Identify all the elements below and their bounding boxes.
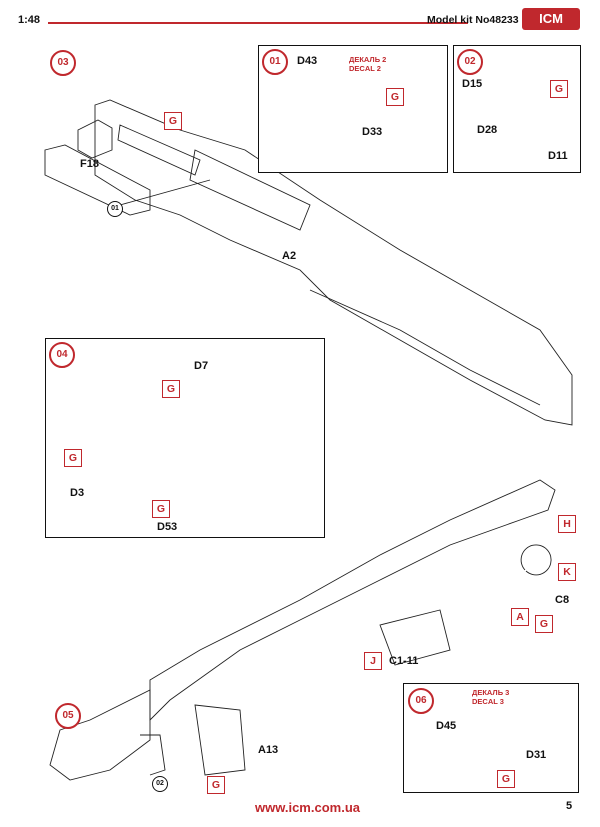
color-code-j: J [364, 652, 382, 670]
page-number: 5 [566, 800, 573, 812]
color-code-h: H [558, 515, 576, 533]
subassembly-ref-02: 02 [152, 776, 168, 792]
fuselage-half-step03 [94, 99, 573, 426]
part-label-a2: A2 [282, 250, 297, 262]
color-code-a: A [511, 608, 529, 626]
color-code-g-step03: G [164, 112, 182, 130]
footer-url[interactable]: www.icm.com.ua [255, 800, 360, 815]
color-code-g-step05-a13: G [207, 776, 225, 794]
part-label-d15: D15 [462, 78, 483, 90]
part-label-d43: D43 [297, 55, 318, 67]
part-label-d45: D45 [436, 720, 457, 732]
fuselage-half-step05 [149, 479, 556, 722]
color-code-g-step04-d7: G [162, 380, 180, 398]
step-number-05: 05 [55, 703, 81, 729]
part-label-a13: A13 [258, 744, 279, 756]
color-code-g-step06: G [497, 770, 515, 788]
decal-3-en: DECAL 3 [472, 697, 504, 706]
color-code-g-step01: G [386, 88, 404, 106]
step-number-01: 01 [262, 49, 288, 75]
decal-label-2: ДЕКАЛЬ 2 DECAL 2 [349, 55, 386, 73]
decal-label-3: ДЕКАЛЬ 3 DECAL 3 [472, 688, 509, 706]
model-kit-label: Model kit No48233 [427, 14, 519, 26]
part-label-c1-11: C1-11 [389, 655, 419, 667]
color-code-g-step05-wheel: G [535, 615, 553, 633]
inset-step01 [258, 45, 448, 173]
decal-2-en: DECAL 2 [349, 64, 381, 73]
part-label-d28: D28 [477, 124, 498, 136]
part-label-d3: D3 [70, 487, 85, 499]
part-label-d31: D31 [526, 749, 547, 761]
scale-label: 1:48 [18, 14, 41, 26]
part-label-f18: F18 [80, 158, 99, 170]
decal-3-ru: ДЕКАЛЬ 3 [472, 688, 510, 697]
step-number-03: 03 [50, 50, 76, 76]
part-label-c8: C8 [555, 594, 570, 606]
header-rule [48, 22, 468, 24]
step-number-06: 06 [408, 688, 434, 714]
icm-logo: ICM [522, 8, 580, 30]
step-number-02: 02 [457, 49, 483, 75]
color-code-g-step04-d3: G [64, 449, 82, 467]
color-code-g-step02: G [550, 80, 568, 98]
decal-2-ru: ДЕКАЛЬ 2 [349, 55, 387, 64]
part-label-d11: D11 [548, 150, 568, 162]
part-label-d7: D7 [194, 360, 209, 372]
step-number-04: 04 [49, 342, 75, 368]
subassembly-ref-01: 01 [107, 201, 123, 217]
color-code-g-step04-d53: G [152, 500, 170, 518]
inset-step04 [45, 338, 325, 538]
color-code-k: K [558, 563, 576, 581]
part-label-d53: D53 [157, 521, 178, 533]
part-label-d33: D33 [362, 126, 383, 138]
part-f18-sketch [77, 119, 113, 159]
